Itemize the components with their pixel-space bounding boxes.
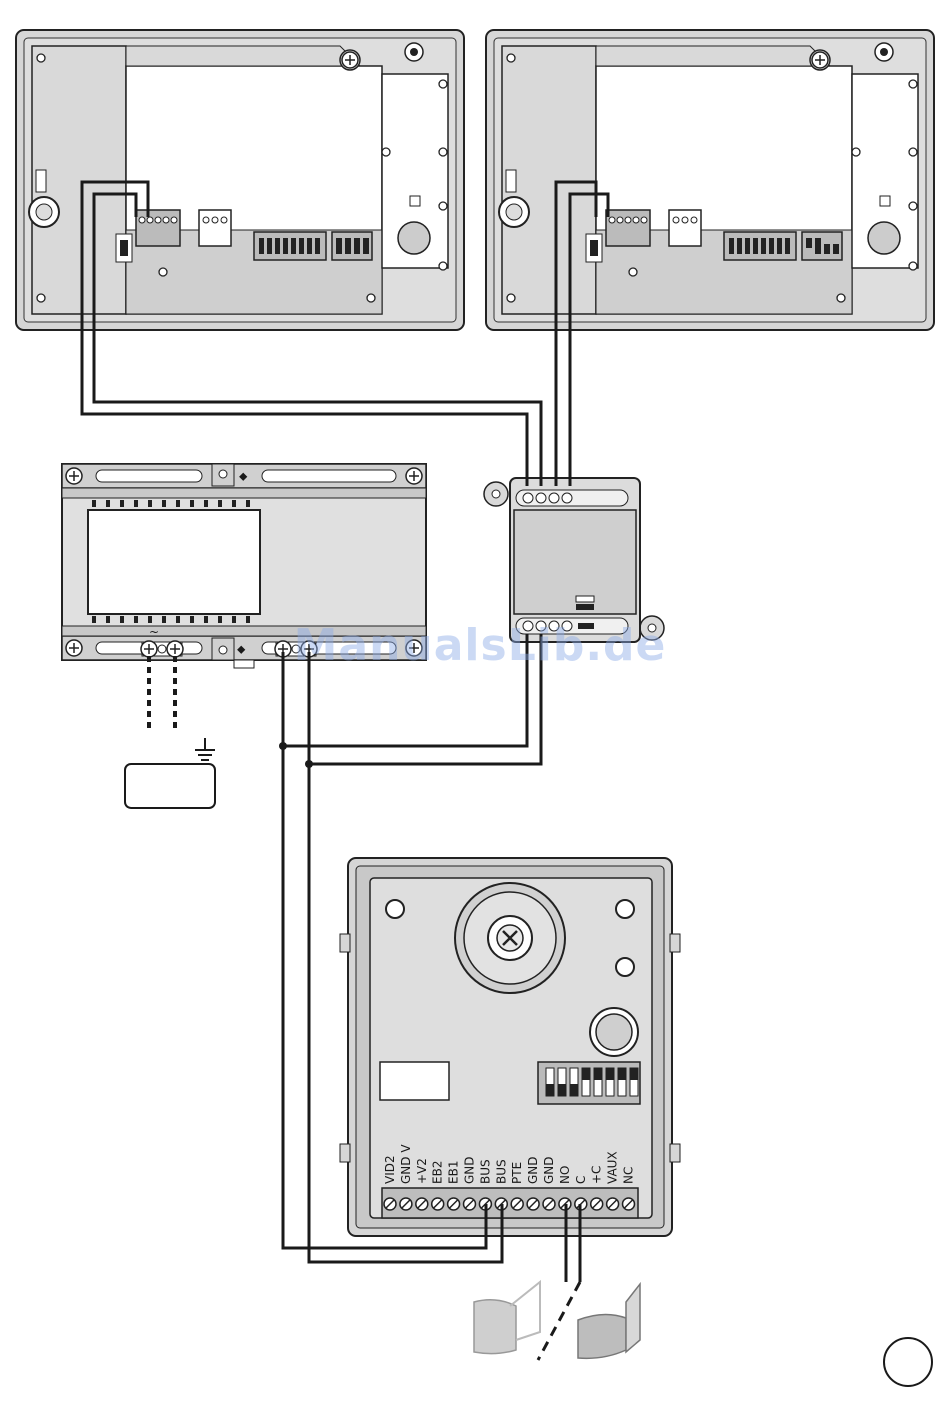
door-lock <box>474 1282 640 1360</box>
terminal-label: NC <box>622 1167 636 1184</box>
page-marker <box>884 1338 932 1386</box>
terminal-label: GND <box>463 1156 477 1184</box>
power-supply: ⬥ ⬥ ~ <box>62 464 426 668</box>
terminal-label: VAUX <box>606 1151 620 1184</box>
terminal-label: GND <box>526 1156 540 1184</box>
terminal-label: +V2 <box>415 1158 429 1184</box>
terminal-label: BUS <box>494 1159 508 1184</box>
svg-text:⬥: ⬥ <box>239 469 248 483</box>
terminal-label: GND <box>542 1156 556 1184</box>
terminal-label: EB1 <box>447 1161 461 1184</box>
terminal-label: VID2 <box>383 1155 397 1184</box>
terminal-label: EB2 <box>431 1161 445 1184</box>
monitor-2 <box>486 30 934 330</box>
terminal-label: +C <box>590 1166 604 1184</box>
terminal-label: C <box>574 1176 588 1184</box>
mains-box <box>125 764 215 808</box>
ac-symbol: ~ <box>149 625 159 639</box>
terminal-label: NO <box>558 1166 572 1184</box>
mains-feed <box>149 656 175 728</box>
terminal-label: BUS <box>478 1159 492 1184</box>
svg-text:⬥: ⬥ <box>237 642 246 656</box>
terminal-label: GND V <box>399 1144 413 1184</box>
distributor <box>484 478 664 642</box>
earth-symbol <box>195 738 215 760</box>
terminal-label: PTE <box>510 1162 524 1184</box>
